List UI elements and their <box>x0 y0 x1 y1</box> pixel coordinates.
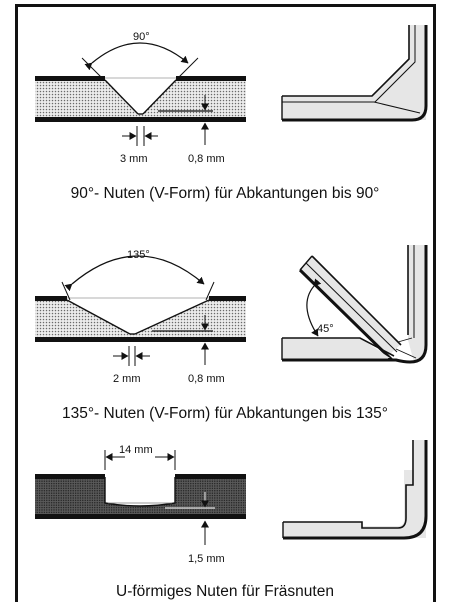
groove-width-label-u: 14 mm <box>119 444 153 456</box>
panel-cross-section-90 <box>35 76 246 122</box>
groove-width-label-90: 3 mm <box>120 153 148 165</box>
section-u-groove: 14 mm 1,5 mm U-förmiges Nuten für Fräsnu… <box>35 440 428 600</box>
groove-width-dimension-90 <box>122 126 158 146</box>
section-135-groove: 135° 2 mm 0,8 mm <box>35 245 428 422</box>
panel-cross-section-135 <box>35 296 246 342</box>
bent-panel-135 <box>281 245 428 364</box>
caption-90: 90°- Nuten (V-Form) für Abkantungen bis … <box>71 185 380 202</box>
groove-width-dimension-135 <box>113 346 150 366</box>
residual-label-90: 0,8 mm <box>188 153 225 165</box>
bend-angle-label-135: 45° <box>317 323 334 335</box>
caption-u: U-förmiges Nuten für Fräsnuten <box>116 583 334 600</box>
angle-label-90: 90° <box>133 31 150 43</box>
bent-panel-u <box>282 440 428 540</box>
angle-arc-135 <box>61 255 215 301</box>
bent-panel-90 <box>281 25 428 122</box>
groove-width-dimension-u <box>104 450 176 470</box>
section-90-groove: 90° 3 mm 0,8 mm 90°- N <box>35 25 428 202</box>
angle-arc-90 <box>81 42 199 81</box>
panel-cross-section-u <box>35 474 246 519</box>
groove-width-label-135: 2 mm <box>113 373 141 385</box>
outer-frame <box>15 4 436 602</box>
angle-label-135: 135° <box>127 249 150 261</box>
residual-label-u: 1,5 mm <box>188 553 225 565</box>
residual-label-135: 0,8 mm <box>188 373 225 385</box>
caption-135: 135°- Nuten (V-Form) für Abkantungen bis… <box>62 405 388 422</box>
